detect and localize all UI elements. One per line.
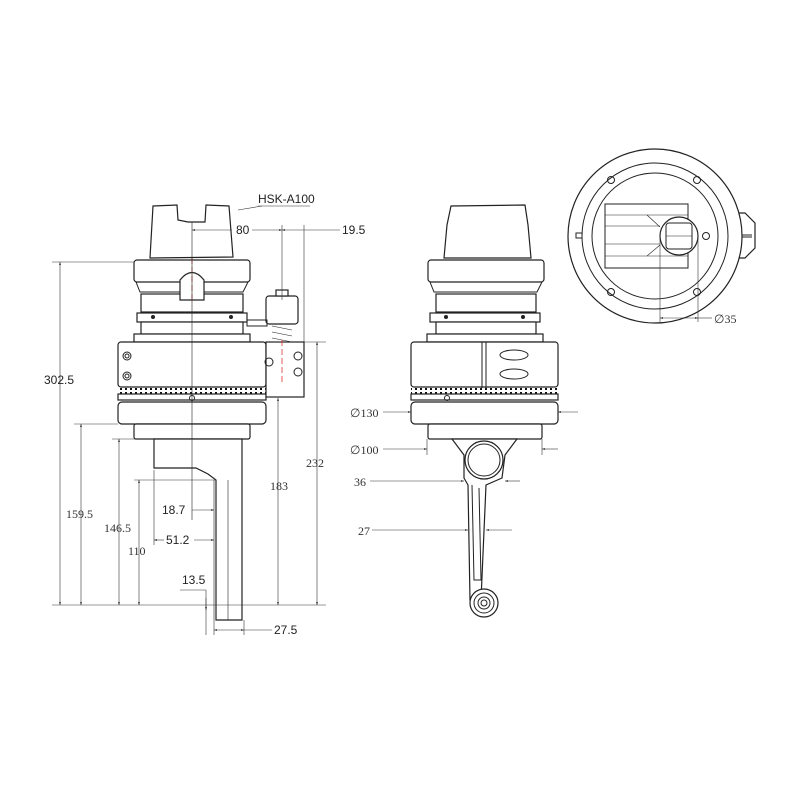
oval-slot [499, 368, 529, 380]
dim-80: 80 [236, 223, 250, 237]
dim-18-7: 18.7 [162, 503, 186, 517]
dim-51-2: 51.2 [166, 533, 190, 547]
dim-183: 183 [270, 479, 288, 493]
hsk-a100-label: HSK-A100 [258, 192, 315, 206]
angle-arm [153, 438, 243, 621]
hsk-taper [149, 204, 234, 259]
dim-110: 110 [128, 544, 146, 558]
front-view [410, 204, 559, 618]
side-view-dimensions: HSK-A100 80 19.5 302.5 159.5 146.5 110 1… [44, 192, 366, 637]
front-view-dimensions: ∅130 ∅100 36 27 [350, 406, 578, 538]
side-view [117, 204, 305, 621]
oval-slot [499, 349, 529, 361]
dim-302-5: 302.5 [44, 373, 74, 387]
dim-27: 27 [358, 524, 370, 538]
dim-dia-35: ∅35 [714, 312, 736, 326]
dim-232: 232 [306, 456, 324, 470]
dim-36: 36 [354, 475, 366, 489]
dim-13-5: 13.5 [182, 573, 206, 587]
stop-block [265, 341, 305, 398]
outer-flange [567, 148, 743, 324]
top-view-dimensions: ∅35 [659, 236, 736, 326]
dim-19-5: 19.5 [342, 223, 366, 237]
hsk-taper-front [443, 204, 532, 259]
top-view [567, 148, 756, 324]
main-body-front [410, 341, 559, 388]
dim-dia-130: ∅130 [350, 406, 378, 420]
dim-146-5: 146.5 [104, 521, 131, 535]
dim-27-5: 27.5 [274, 623, 298, 637]
pivot-circle [464, 440, 504, 480]
dim-159-5: 159.5 [66, 507, 93, 521]
dim-dia-100: ∅100 [350, 443, 378, 457]
